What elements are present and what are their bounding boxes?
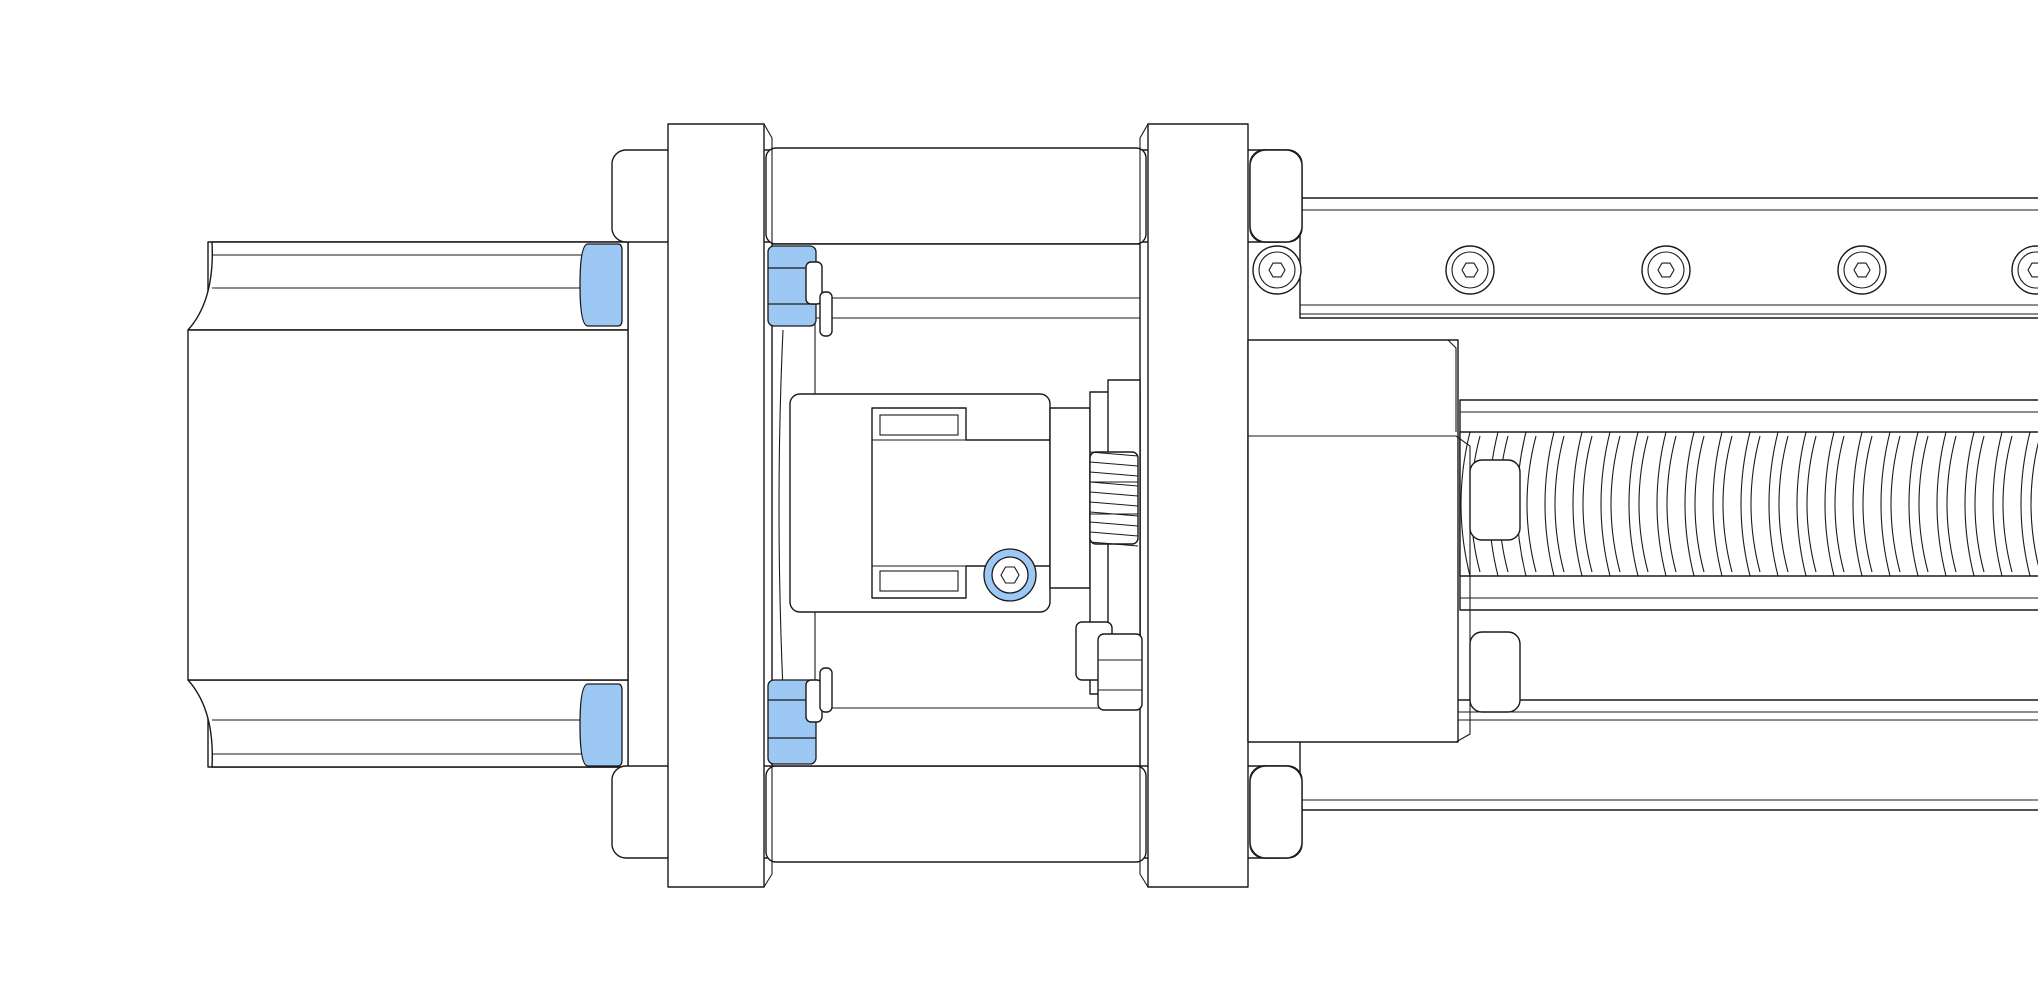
thread-turn: [1740, 431, 1761, 577]
thread-turn: [1852, 431, 1873, 577]
shaft-lock-nut: [1089, 451, 1139, 547]
ball-screw-thread-icon: [1459, 431, 2038, 577]
mount-screw-left-top: [579, 243, 623, 327]
plate-bolts: [1075, 621, 1143, 711]
mount-screw-left-bottom: [579, 683, 623, 767]
shaft-thread-line: [1089, 521, 1139, 527]
thread-turn: [1712, 431, 1733, 577]
shaft-thread-line: [1089, 531, 1139, 537]
thread-turn: [2020, 431, 2038, 577]
shaft-thread-line: [1089, 491, 1139, 497]
thread-turn: [1824, 431, 1845, 577]
shaft-thread-line: [1089, 511, 1139, 517]
coupling-set-screw: [983, 548, 1037, 602]
thread-turn: [1880, 431, 1901, 577]
motor-mount-plate: [667, 123, 773, 888]
shaft-thread-line: [1089, 541, 1139, 547]
thread-turn: [1992, 431, 2013, 577]
rail-end-caps: [1249, 149, 1303, 859]
shaft-thread-line: [1089, 501, 1139, 507]
hex-socket-cap-screw-icon: [1641, 245, 1691, 295]
thread-turn: [1544, 431, 1565, 577]
hex-socket-cap-screw-icon: [1252, 245, 1302, 295]
thread-turn: [1572, 431, 1593, 577]
bearing-block: [1247, 339, 1471, 743]
shaft-thread-line: [1089, 461, 1139, 467]
thread-turn: [1796, 431, 1817, 577]
bearing-mount-plate: [1139, 123, 1249, 888]
hex-socket-cap-screw-icon: [2011, 245, 2038, 295]
stepper-motor: [187, 241, 629, 768]
thread-turn: [1656, 431, 1677, 577]
hex-socket-cap-screw-icon: [1445, 245, 1495, 295]
bearing-stubs: [1469, 459, 1521, 713]
thread-turn: [1684, 431, 1705, 577]
thread-turn: [1600, 431, 1621, 577]
shaft-thread-line: [1089, 471, 1139, 477]
thread-turn: [1908, 431, 1929, 577]
hex-socket-cap-screw-icon: [1837, 245, 1887, 295]
thread-turn: [1936, 431, 1957, 577]
shaft-thread-line: [1089, 481, 1139, 487]
mount-nut-bottom: [767, 667, 833, 765]
thread-turn: [1964, 431, 1985, 577]
mount-nut-top: [767, 245, 833, 337]
thread-turn: [1628, 431, 1649, 577]
shaft-thread-line: [1089, 451, 1139, 457]
thread-turn: [1768, 431, 1789, 577]
